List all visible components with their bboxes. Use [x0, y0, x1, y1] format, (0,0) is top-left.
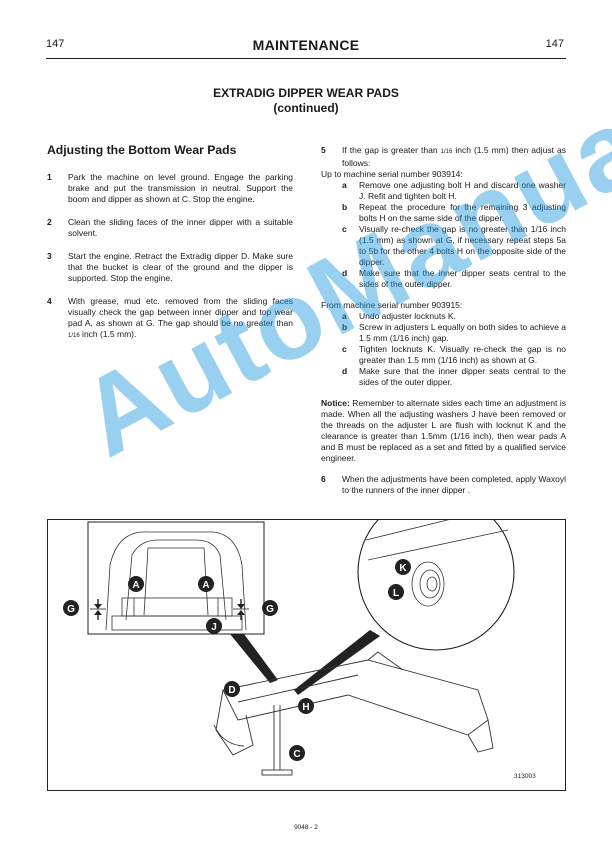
page-number-left: 147 [46, 38, 65, 50]
procedure-heading: Adjusting the Bottom Wear Pads [47, 143, 237, 157]
section-title-line2: (continued) [273, 101, 339, 115]
notice: Notice: Remember to alternate sides each… [321, 398, 566, 464]
substep: b Repeat the procedure for the remaining … [342, 202, 566, 224]
header-rule [46, 58, 566, 59]
substep-letter: b [342, 322, 348, 332]
step-text: If the gap is greater than 1/16 inch (1.… [342, 145, 566, 169]
circle-pointer [294, 630, 380, 695]
left-column: Adjusting the Bottom Wear Pads 1 Park th… [47, 143, 293, 354]
substep-letter: c [342, 344, 347, 354]
figure-reference: 313003 [514, 773, 536, 780]
callout-d [224, 681, 240, 697]
adjuster-detail [365, 520, 509, 607]
callout-k [395, 559, 411, 575]
substep: c Visually re-check the gap is no greater… [342, 224, 566, 268]
step-5: 5 If the gap is greater than 1/16 inch (… [321, 145, 566, 169]
label-c: C [293, 749, 300, 760]
callout-l [388, 584, 404, 600]
section-title: EXTRADIG DIPPER WEAR PADS (continued) [0, 86, 612, 116]
step-6: 6 When the adjustments have been complet… [321, 474, 566, 496]
callout-j [206, 618, 222, 634]
step-text-part: If the gap is greater than [342, 145, 441, 155]
substep: a Undo adjuster locknuts K. [342, 311, 566, 322]
label-j: J [211, 622, 217, 633]
fraction: 1/16 [440, 149, 453, 155]
substep-text: Make sure that the inner dipper seats ce… [359, 268, 566, 289]
step-text: With grease, mud etc. removed from the s… [68, 296, 293, 342]
inset-pointer [230, 634, 278, 683]
spacer [321, 464, 566, 474]
label-a: A [132, 580, 139, 591]
substep: d Make sure that the inner dipper seats c… [342, 268, 566, 290]
step-number: 1 [47, 172, 52, 182]
substep: b Screw in adjusters L equally on both si… [342, 322, 566, 344]
substep-text: Make sure that the inner dipper seats ce… [359, 366, 566, 387]
notice-text: Remember to alternate sides each time an… [321, 398, 566, 463]
step-number: 3 [47, 251, 52, 261]
substep-text: Screw in adjusters L equally on both sid… [359, 322, 566, 343]
substep-letter: b [342, 202, 348, 212]
callout-a-left [128, 576, 144, 592]
spacer [321, 290, 566, 300]
step-3: 3 Start the engine. Retract the Extradig… [47, 251, 293, 284]
callout-a-right [198, 576, 214, 592]
technical-illustration: A A G G J K L D H C 313003 [47, 519, 566, 791]
detail-circle [357, 520, 515, 651]
label-k: K [399, 563, 407, 574]
substep-text: Remove one adjusting bolt H and discard … [359, 180, 566, 201]
inset-frame [87, 521, 265, 635]
callout-c [289, 745, 305, 761]
substep-letter: d [342, 268, 348, 278]
label-a: A [202, 580, 209, 591]
illustration-svg: A A G G J K L D H C 313003 [63, 520, 536, 780]
support-stand [261, 705, 293, 776]
step-number: 6 [321, 474, 326, 484]
label-d: D [228, 685, 235, 696]
chapter-title: MAINTENANCE [252, 37, 360, 53]
step-text-part: With grease, mud etc. removed from the s… [68, 296, 293, 328]
step-1: 1 Park the machine on level ground. Enga… [47, 172, 293, 205]
substep-text: Visually re-check the gap is no greater … [359, 224, 566, 267]
substep: d Make sure that the inner dipper seats c… [342, 366, 566, 388]
substep-text: Tighten locknuts K. Visually re-check th… [359, 344, 566, 365]
callout-g-right [262, 600, 278, 616]
substep: c Tighten locknuts K. Visually re-check t… [342, 344, 566, 366]
step-number: 2 [47, 217, 52, 227]
step-number: 5 [321, 145, 326, 155]
label-h: H [302, 702, 309, 713]
step-text-part: inch (1.5 mm) then adjust as follows: [342, 145, 566, 168]
label-l: L [393, 588, 399, 599]
serial-range-1: Up to machine serial number 903914: [321, 169, 463, 179]
section-title-line1: EXTRADIG DIPPER WEAR PADS [213, 86, 399, 100]
callout-h [298, 698, 314, 714]
callout-g-left [63, 600, 79, 616]
fraction: 1/16 [68, 333, 80, 339]
callout-labels: A A G G J K L D H C [63, 559, 411, 761]
step-number: 4 [47, 296, 52, 306]
page-footer-code: 9048 - 2 [294, 824, 318, 831]
gap-arrowheads [94, 604, 245, 615]
substep-text: Undo adjuster locknuts K. [359, 311, 456, 321]
step-text: When the adjustments have been completed… [342, 474, 566, 495]
step-text: Park the machine on level ground. Engage… [68, 172, 293, 204]
substep: a Remove one adjusting bolt H and discard… [342, 180, 566, 202]
label-g: G [67, 604, 75, 615]
step-text-part: inch (1.5 mm). [79, 329, 137, 339]
notice-label: Notice: [321, 398, 350, 408]
step-4: 4 With grease, mud etc. removed from the… [47, 296, 293, 342]
substep-letter: a [342, 180, 347, 190]
substep-letter: a [342, 311, 347, 321]
substep-letter: d [342, 366, 348, 376]
page-number-right: 147 [545, 38, 564, 50]
serial-range-2: From machine serial number 903915: [321, 300, 463, 310]
label-g: G [266, 604, 274, 615]
backhoe-dipper [213, 651, 494, 756]
step-2: 2 Clean the sliding faces of the inner d… [47, 217, 293, 239]
substep-text: Repeat the procedure for the remaining 3… [359, 202, 566, 223]
substep-letter: c [342, 224, 347, 234]
step-text: Start the engine. Retract the Extradig d… [68, 251, 293, 283]
right-column: 5 If the gap is greater than 1/16 inch (… [321, 145, 566, 496]
step-text: Clean the sliding faces of the inner dip… [68, 217, 293, 238]
